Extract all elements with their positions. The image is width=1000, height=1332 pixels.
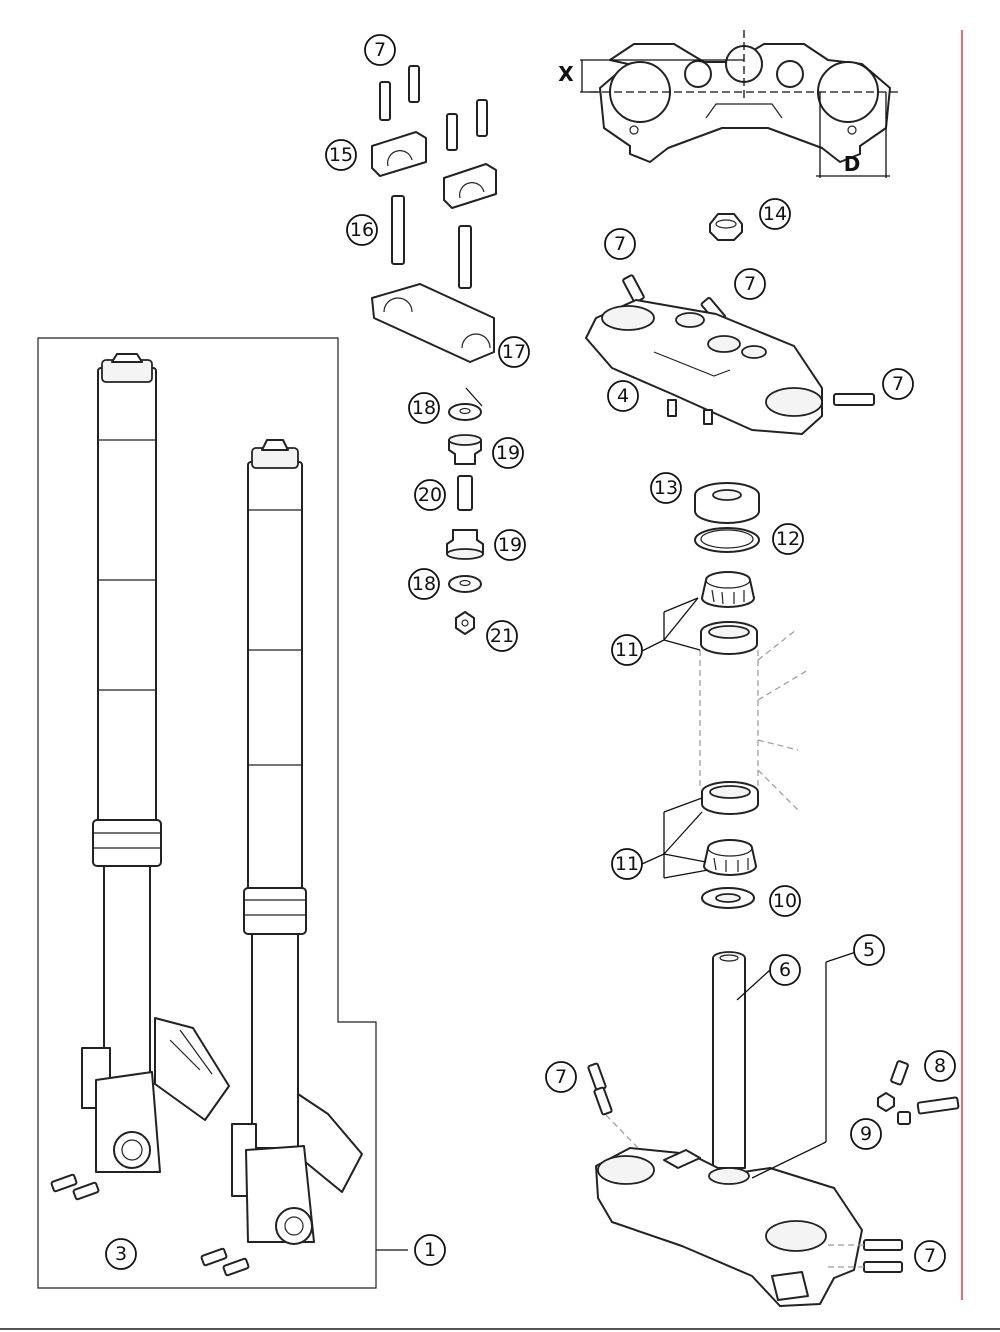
fork-bolts-left [50,1173,100,1201]
callout-9: 9 [850,1118,882,1150]
cap-nut [709,213,743,241]
svg-text:12: 12 [776,528,800,550]
lower-clamp-bolts-right [828,1239,903,1273]
svg-text:7: 7 [924,1245,936,1267]
stop-bolt [890,1060,909,1086]
svg-text:17: 17 [502,341,526,363]
dust-seal [694,482,760,524]
callout-7c: 7 [734,268,766,300]
callout-18b: 18 [408,568,440,600]
stop-nut [877,1092,895,1112]
seal-ring [694,527,760,553]
svg-text:18: 18 [412,397,436,419]
callout-21: 21 [486,620,518,652]
svg-text:16: 16 [350,219,374,241]
upper-bearing-cup [700,621,758,655]
callout-19a: 19 [492,437,524,469]
upper-triple-clamp [585,299,823,435]
spacer-sleeve [457,475,473,511]
svg-text:7: 7 [555,1066,567,1088]
svg-text:3: 3 [115,1243,127,1265]
bushing-upper [448,434,482,465]
callout-7b: 7 [604,228,636,260]
upper-bearing-cone [701,571,755,608]
callout-5: 5 [853,934,885,966]
callout-11b: 11 [611,848,643,880]
lower-dust-seal [701,887,755,909]
svg-text:13: 13 [654,477,678,499]
svg-text:10: 10 [773,890,797,912]
callout-12: 12 [772,523,804,555]
callout-17: 17 [498,336,530,368]
steering-stem [712,951,746,1169]
upper-clamp-bolt-1 [622,274,645,304]
dimension-x-label: X [558,62,574,86]
fork-leg-right [231,439,363,1245]
callout-7e: 7 [545,1061,577,1093]
svg-text:1: 1 [424,1239,436,1261]
bushing-lower [446,529,484,560]
svg-text:14: 14 [763,203,787,225]
fork-bolts-right [200,1247,250,1277]
svg-text:7: 7 [614,233,626,255]
handlebar-clamp-lower [371,283,495,363]
callout-1: 1 [414,1234,446,1266]
fork-assembly-outline [37,337,377,1289]
svg-text:7: 7 [374,39,386,61]
svg-text:4: 4 [617,385,629,407]
washer-upper [448,403,482,421]
upper-clamp-bolt-3 [833,393,875,406]
callout-8: 8 [924,1050,956,1082]
fork-leg-left [81,353,230,1173]
callout-11a: 11 [611,634,643,666]
upper-clamp-dimension-view [580,30,900,178]
svg-text:9: 9 [860,1123,872,1145]
callout-13: 13 [650,472,682,504]
handlebar-clamp-bolts [391,195,472,289]
svg-text:7: 7 [892,373,904,395]
leader-lines [376,387,857,1251]
svg-text:11: 11 [615,639,639,661]
svg-text:21: 21 [490,625,514,647]
washer-lower [448,575,482,593]
lock-nut [455,611,475,635]
callout-16: 16 [346,214,378,246]
callout-20: 20 [414,479,446,511]
callout-3: 3 [105,1238,137,1270]
svg-text:11: 11 [615,853,639,875]
callout-14: 14 [759,198,791,230]
callout-18a: 18 [408,392,440,424]
svg-text:18: 18 [412,573,436,595]
svg-text:20: 20 [418,484,442,506]
svg-text:19: 19 [498,534,522,556]
svg-text:19: 19 [496,442,520,464]
callout-15: 15 [325,139,357,171]
svg-text:5: 5 [863,939,875,961]
steering-head-ghost [699,629,809,811]
callout-19b: 19 [494,529,526,561]
callout-4: 4 [607,380,639,412]
lower-bearing-cup [701,781,759,815]
svg-text:7: 7 [744,273,756,295]
svg-text:6: 6 [779,959,791,981]
svg-text:8: 8 [934,1055,946,1077]
dimension-d-label: D [844,152,861,176]
callout-6: 6 [769,954,801,986]
callout-7d: 7 [882,368,914,400]
stop-screw [897,1096,960,1125]
lower-bearing-cone [703,839,757,876]
callout-10: 10 [769,885,801,917]
lower-clamp-bolts-left [587,1062,641,1151]
callout-7a: 7 [364,34,396,66]
callout-7f: 7 [914,1240,946,1272]
svg-text:15: 15 [329,144,353,166]
handlebar-clamp-upper [371,131,497,209]
lower-triple-clamp [595,1147,863,1307]
clamp-bolts-upper [379,65,488,151]
